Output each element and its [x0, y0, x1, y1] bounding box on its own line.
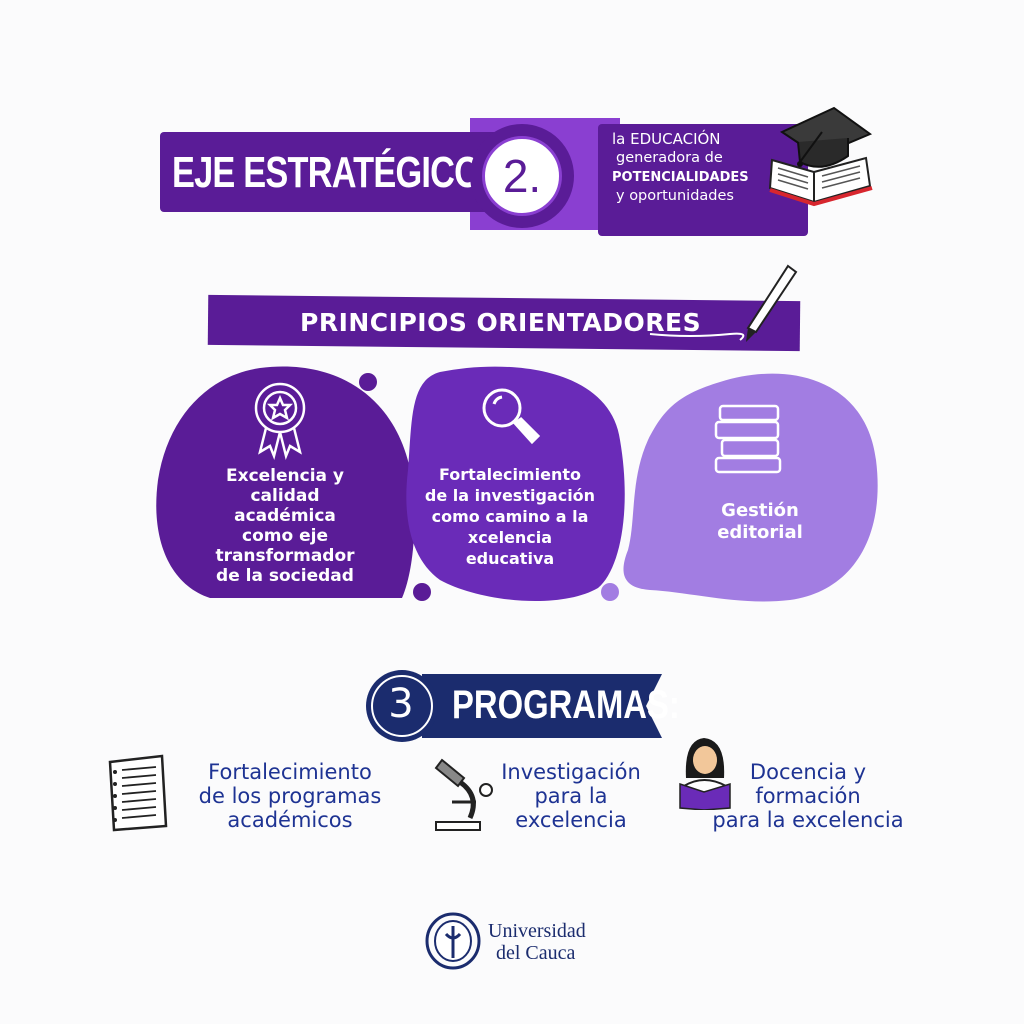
- books-stack-icon: [714, 404, 782, 474]
- subtitle-line: y oportunidades: [616, 188, 734, 204]
- text-line: de la sociedad: [216, 566, 354, 586]
- programa-text-2: Investigación para la excelencia: [486, 760, 656, 832]
- pen-icon: [649, 264, 798, 342]
- programa-text-1: Fortalecimiento de los programas académi…: [180, 760, 400, 832]
- principio-text-2: Fortalecimiento de la investigación como…: [410, 464, 610, 569]
- text-line: Fortalecimiento: [208, 760, 372, 784]
- microscope-icon: [434, 758, 493, 831]
- text-line: editorial: [717, 522, 803, 543]
- text-line: xcelencia: [467, 528, 553, 547]
- subtitle-line: POTENCIALIDADES: [612, 170, 749, 185]
- graduation-cap-book-icon: [768, 106, 873, 207]
- text-line: Gestión: [721, 500, 799, 521]
- programas-title: PROGRAMAS:: [452, 683, 680, 727]
- text-line: Investigación: [501, 760, 641, 784]
- programas-banner: [366, 670, 662, 742]
- text-line: educativa: [465, 549, 555, 568]
- decorative-dot: [359, 373, 377, 391]
- logo-line: Universidad: [488, 920, 586, 942]
- university-name: Universidad del Cauca: [488, 920, 586, 964]
- principio-text-3: Gestión editorial: [690, 500, 830, 544]
- text-line: formación: [755, 784, 861, 808]
- header-subtitle: la EDUCACIÓN generadora de POTENCIALIDAD…: [612, 130, 782, 206]
- principios-title: PRINCIPIOS ORIENTADORES: [300, 308, 702, 337]
- header-number: 2.: [502, 150, 542, 202]
- principios-blobs: [156, 366, 878, 602]
- header-title-box: [160, 132, 500, 212]
- text-line: Docencia y: [749, 760, 867, 784]
- text-line: calidad: [250, 486, 320, 506]
- text-line: Excelencia y: [225, 466, 345, 486]
- university-seal-icon: [425, 912, 481, 970]
- principio-text-1: Excelencia y calidad académica como eje …: [200, 466, 370, 586]
- decorative-dot: [601, 583, 619, 601]
- programa-text-3: Docencia y formación para la excelencia: [698, 760, 918, 832]
- text-line: para la excelencia: [712, 808, 904, 832]
- text-line: de los programas: [198, 784, 382, 808]
- magnifier-icon: [482, 388, 541, 445]
- blob-excelencia: [156, 366, 415, 598]
- text-line: de la investigación: [424, 486, 596, 505]
- decorative-dot: [413, 583, 431, 601]
- text-line: para la: [534, 784, 608, 808]
- text-line: académicos: [227, 808, 353, 832]
- text-line: como eje: [242, 526, 328, 546]
- text-line: como camino a la: [431, 507, 589, 526]
- programas-number: 3: [388, 681, 414, 727]
- text-line: excelencia: [515, 808, 627, 832]
- subtitle-line: generadora de: [616, 150, 723, 166]
- text-line: transformador: [215, 546, 355, 566]
- header-title: EJE ESTRATÉGICO: [172, 148, 481, 197]
- blob-gestion: [623, 373, 878, 602]
- blob-investigacion: [406, 366, 625, 602]
- text-line: Fortalecimiento: [439, 465, 581, 484]
- text-line: académica: [234, 506, 336, 526]
- teacher-reading-icon: [679, 738, 731, 810]
- logo-line: del Cauca: [496, 942, 576, 964]
- notepad-icon: [108, 754, 168, 832]
- header-number-circle: [482, 136, 562, 216]
- subtitle-line: la EDUCACIÓN: [612, 130, 721, 148]
- award-star-icon: [254, 382, 306, 461]
